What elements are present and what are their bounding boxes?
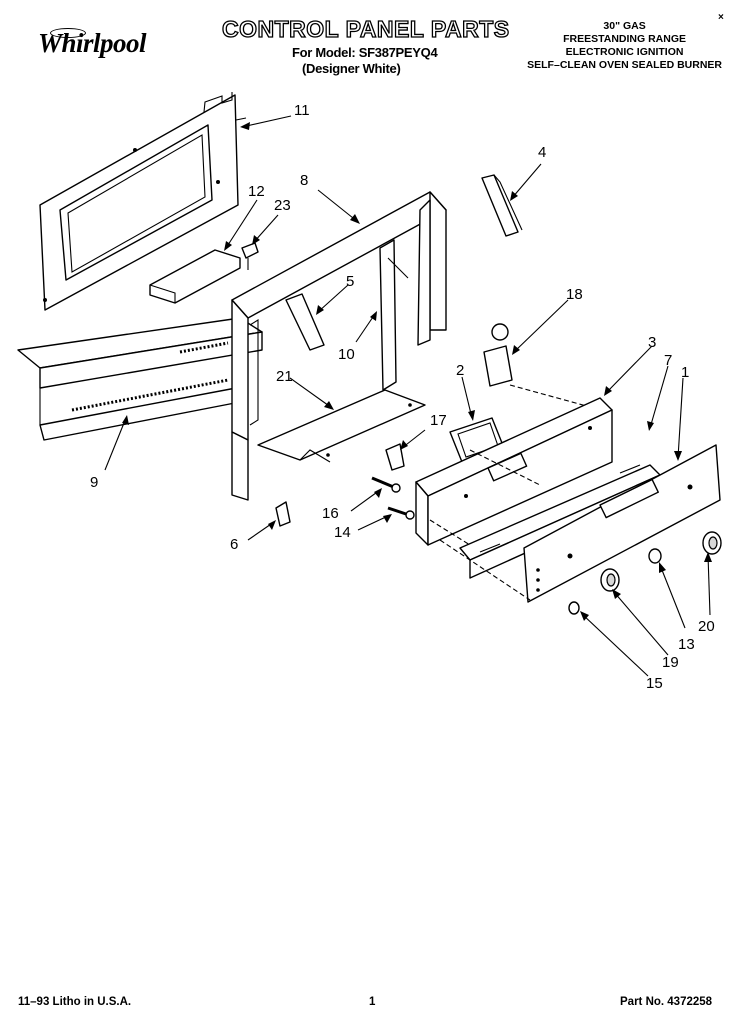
part-19-knob [600,568,620,592]
model-color: (Designer White) [302,61,401,76]
part-4-end-cap [481,174,523,237]
callout-20: 20 [698,618,715,635]
part-1-front-panel [523,444,721,603]
callout-6: 6 [230,536,239,553]
callout-17: 17 [430,412,447,429]
litho-note: 11–93 Litho in U.S.A. [18,996,132,1008]
brand-logo: Whirlpool [38,28,147,58]
assembly-line [439,539,531,601]
callout-1: 1 [681,364,690,381]
description-line: FREESTANDING RANGE [563,33,687,45]
callout-10: 10 [338,346,355,363]
description-line: ELECTRONIC IGNITION [565,46,684,58]
part-11-rear-panel [39,92,247,311]
part-18-switch [483,323,613,414]
description-line: SELF–CLEAN OVEN SEALED BURNER [527,59,722,71]
callout-3: 3 [648,334,657,351]
part-15-button [568,601,580,615]
page-title: CONTROL PANEL PARTS [221,15,510,42]
page-number: 1 [369,996,376,1008]
callout-8: 8 [300,172,309,189]
callout-14: 14 [334,524,351,541]
part-21-heat-shield [257,389,426,463]
part-17-clip [385,443,405,471]
callout-2: 2 [456,362,465,379]
callout-9: 9 [90,474,99,491]
callout-11: 11 [294,102,310,119]
callout-7: 7 [664,352,673,369]
callout-16: 16 [322,505,339,522]
part-14-screw [387,506,415,520]
part-5-bracket [285,293,325,351]
callout-12: 12 [248,183,265,200]
part-20-knob [702,531,722,555]
part-13-button [648,548,662,564]
product-description: 30" GAS FREESTANDING RANGE ELECTRONIC IG… [527,20,722,72]
part-12-bracket [149,249,241,304]
callout-13: 13 [678,636,695,653]
callout-19: 19 [662,654,679,671]
callout-15: 15 [646,675,663,692]
brand-badge-icon [50,28,86,38]
part-16-igniter [371,476,401,493]
description-line: 30" GAS [603,20,646,32]
callout-23: 23 [274,197,291,214]
part-6-clip [275,501,291,527]
corner-mark: × [718,12,724,23]
part-8-console-frame [231,191,447,501]
model-number: For Model: SF387PEYQ4 [292,45,438,60]
leader-lines [104,115,712,677]
callout-21: 21 [276,368,293,385]
callout-5: 5 [346,273,355,290]
callout-18: 18 [566,286,583,303]
part-9-vent-trim [17,317,263,441]
part-23-clip [241,242,259,270]
part-3-control-panel [415,397,613,546]
callout-4: 4 [538,144,547,161]
part-number: Part No. 4372258 [620,996,713,1008]
